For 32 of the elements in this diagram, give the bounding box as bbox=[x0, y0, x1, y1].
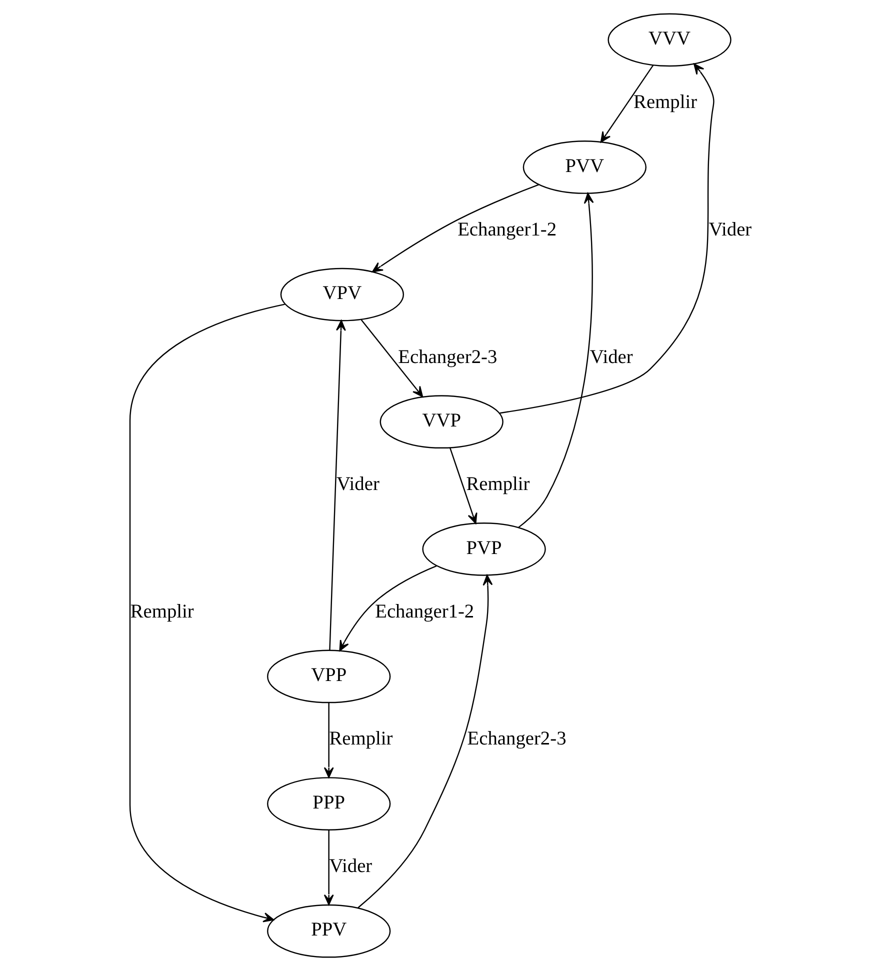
edge-label: Remplir bbox=[634, 92, 698, 113]
edge-label: Echanger1-2 bbox=[375, 600, 474, 622]
arrow bbox=[518, 192, 594, 528]
node-ellipse: PVV bbox=[522, 140, 646, 194]
edge-label: Vider bbox=[329, 856, 372, 877]
node-ellipse: VPP bbox=[267, 649, 391, 703]
node-ellipse: VPV bbox=[280, 267, 404, 321]
edge-label: Remplir bbox=[466, 474, 530, 495]
arrow bbox=[324, 702, 334, 778]
edge-label: Echanger2-3 bbox=[467, 728, 566, 750]
arrow bbox=[600, 64, 654, 142]
edge-label: Echanger1-2 bbox=[458, 218, 557, 240]
node-ellipse: PPV bbox=[267, 904, 391, 958]
edge-label: Remplir bbox=[130, 600, 194, 622]
edge-label: Vider bbox=[590, 346, 633, 368]
node-ellipse: VVV bbox=[608, 12, 732, 66]
edge-label: Vider bbox=[336, 474, 380, 495]
node-ellipse: VVP bbox=[380, 394, 504, 448]
edge-label: Echanger2-3 bbox=[398, 346, 498, 368]
node-ellipse: PPP bbox=[267, 776, 391, 830]
arrow bbox=[358, 574, 493, 908]
arrow bbox=[372, 184, 540, 272]
arrow bbox=[360, 318, 424, 397]
arrow bbox=[329, 320, 346, 650]
arrow bbox=[324, 830, 334, 905]
arrow bbox=[339, 564, 437, 651]
arrow bbox=[449, 447, 478, 524]
node-ellipse: PVP bbox=[422, 522, 546, 576]
arrow bbox=[129, 303, 285, 922]
arrow bbox=[500, 62, 714, 414]
edge-label: Remplir bbox=[329, 728, 393, 750]
edge-label: Vider bbox=[708, 218, 752, 240]
